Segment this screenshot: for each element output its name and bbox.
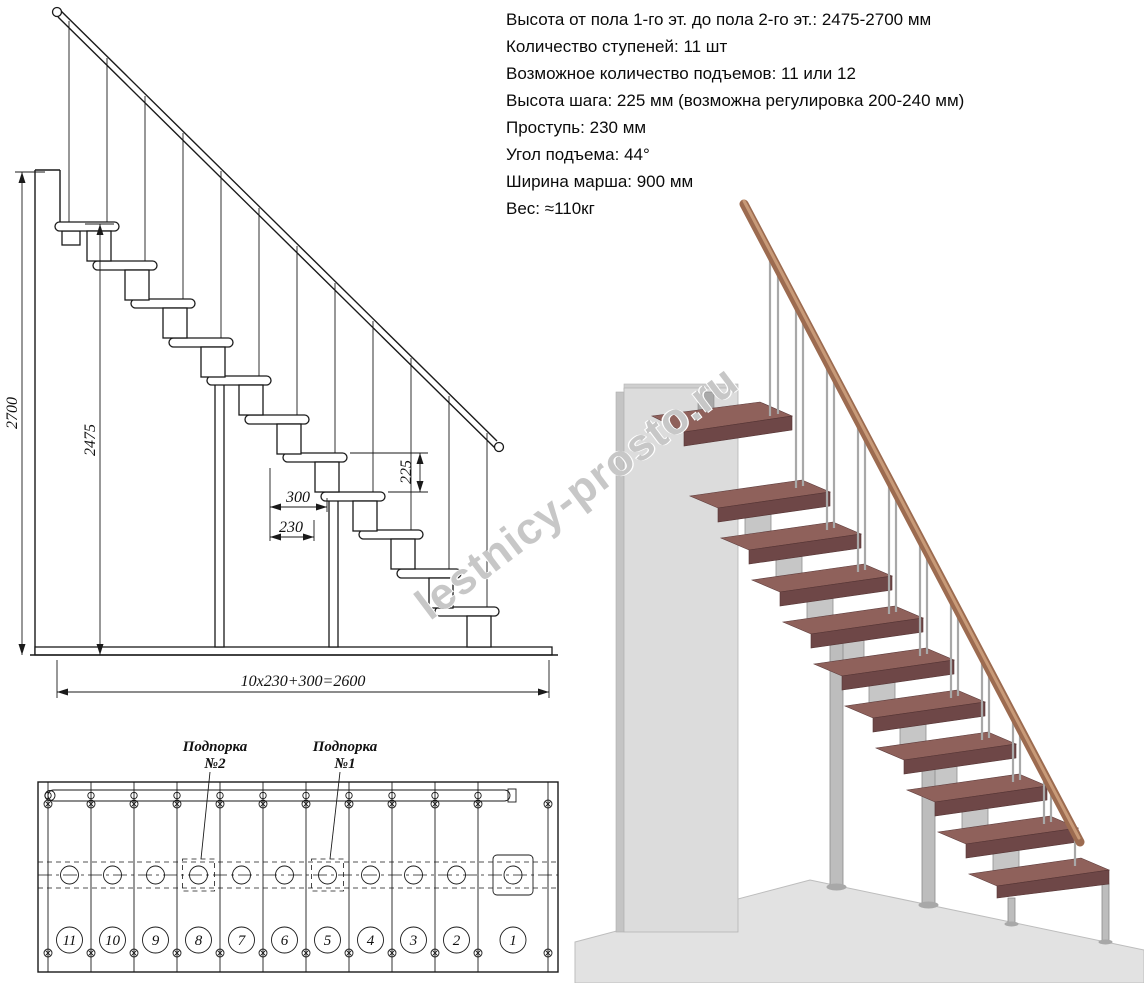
support-1-marker [311, 858, 344, 892]
dimension-2700: 2700 [4, 171, 45, 655]
spec-line-step-count: Количество ступеней: 11 шт [506, 37, 728, 56]
dimension-300: 300 [269, 468, 328, 541]
wall [615, 383, 739, 933]
render-treads [688, 479, 1111, 899]
support-callout-1: Подпорка №1 [312, 739, 378, 860]
step-number: 9 [152, 933, 160, 949]
step-number: 6 [281, 933, 289, 949]
side-elevation-drawing: 2700 2475 225 300 230 [4, 6, 558, 698]
render-handrail [739, 199, 1085, 847]
dimension-label-225: 225 [398, 460, 415, 484]
step-number: 1 [509, 933, 517, 949]
step-number: 2 [453, 933, 461, 949]
dimension-label-2700: 2700 [4, 397, 21, 429]
spec-line-rise-count: Возможное количество подъемов: 11 или 12 [506, 64, 856, 83]
wall-and-floor [30, 169, 558, 656]
dimension-label-total-run: 10x230+300=2600 [241, 673, 366, 690]
plan-view-drawing: Подпорка №2 Подпорка №1 [37, 739, 559, 973]
top-landing [650, 401, 794, 447]
plan-step-dividers [47, 782, 549, 972]
module-chain [744, 505, 1020, 877]
spec-line-tread: Проступь: 230 мм [506, 118, 647, 137]
step-number: 5 [324, 933, 332, 949]
dimension-total-run: 10x230+300=2600 [56, 660, 550, 698]
plan-center-lines [38, 861, 558, 889]
dimension-230: 230 [270, 519, 315, 541]
step-number: 3 [409, 933, 418, 949]
spec-line-width: Ширина марша: 900 мм [506, 172, 694, 191]
support-1-label-line2: №1 [333, 756, 355, 772]
spec-line-angle: Угол подъема: 44° [506, 145, 650, 164]
plan-screw-marks [43, 799, 553, 958]
step-number: 11 [63, 933, 77, 949]
support-2-label-line2: №2 [203, 756, 226, 772]
step-number: 8 [195, 933, 203, 949]
spec-line-weight: Вес: ≈110кг [506, 199, 595, 218]
plan-outline [37, 781, 559, 973]
spec-line-step-height: Высота шага: 225 мм (возможна регулировк… [506, 91, 965, 110]
support-callout-2: Подпорка №2 [182, 739, 248, 860]
step-number: 7 [238, 933, 247, 949]
step-number: 4 [367, 933, 375, 949]
plan-support-circles [60, 854, 534, 896]
plan-handrail [44, 788, 517, 803]
balusters [68, 21, 488, 607]
dimension-225: 225 [350, 452, 428, 493]
dimension-2475: 2475 [82, 223, 114, 655]
handrail [51, 6, 505, 453]
support-2-label-line1: Подпорка [182, 739, 248, 755]
support-1-label-line1: Подпорка [312, 739, 378, 755]
plan-step-numbers: 11 10 9 8 7 6 5 4 3 2 1 [56, 926, 527, 954]
dimension-label-2475: 2475 [82, 424, 99, 456]
step-number: 10 [105, 933, 121, 949]
dimension-label-230: 230 [279, 519, 303, 536]
support-2-marker [182, 858, 215, 892]
spec-line-height-range: Высота от пола 1-го эт. до пола 2-го эт.… [506, 10, 932, 29]
floor-columns [826, 639, 1113, 945]
staircase-3d-render [574, 199, 1144, 983]
spec-list: Высота от пола 1-го эт. до пола 2-го эт.… [506, 6, 1138, 222]
dimension-label-300: 300 [285, 489, 310, 506]
